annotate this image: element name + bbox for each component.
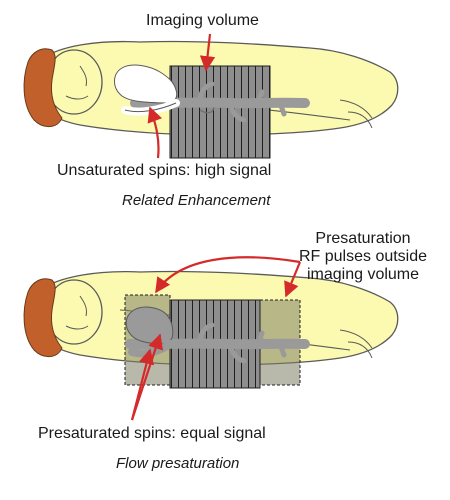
unsaturated-spins-label: Unsaturated spins: high signal xyxy=(57,162,272,179)
arrow-presat-left xyxy=(155,256,301,294)
arrow-imaging-volume xyxy=(199,33,216,72)
panel-flow-presaturation xyxy=(23,256,399,421)
presaturated-spins-label: Presaturated spins: equal signal xyxy=(38,425,266,442)
presat-line-1: Presaturation xyxy=(315,230,411,247)
presaturation-label: Presaturation RF pulses outside imaging … xyxy=(268,230,450,284)
arrow-presat-right xyxy=(284,261,302,298)
related-enhancement-caption: Related Enhancement xyxy=(122,192,271,209)
panel-related-enhancement xyxy=(23,33,399,159)
arrow-presaturated-right xyxy=(130,333,163,421)
hair xyxy=(23,48,63,127)
arrow-unsaturated-spins xyxy=(147,106,163,159)
unsaturated-vessel xyxy=(114,64,178,104)
imaging-volume-label: Imaging volume xyxy=(146,12,259,29)
flow-presaturation-caption: Flow presaturation xyxy=(116,455,240,472)
imaging-volume-box xyxy=(169,65,271,159)
hair-2 xyxy=(23,278,63,357)
presat-line-3: imaging volume xyxy=(306,266,420,283)
presat-line-2: RF pulses outside xyxy=(298,248,428,265)
